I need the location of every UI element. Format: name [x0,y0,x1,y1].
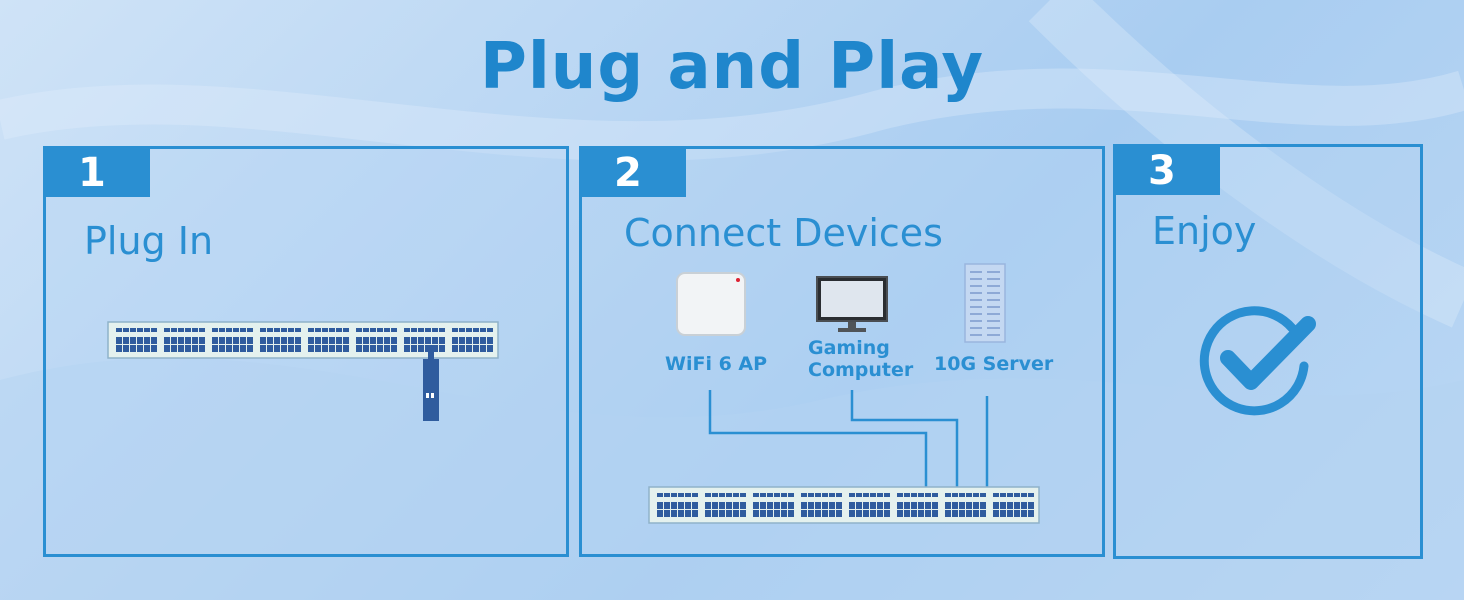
gaming-computer-label-line2: Computer [808,359,914,381]
connection-cables [708,390,989,498]
computer-monitor-icon [816,276,888,332]
step-1-heading: Plug In [84,219,214,263]
wifi-ap-label: WiFi 6 AP [665,353,768,375]
page-title: Plug and Play [479,30,985,104]
step-2-number: 2 [582,149,686,197]
step-1-number: 1 [46,149,150,197]
ethernet-plug-icon [423,345,439,421]
step-3-panel: 3 Enjoy [1113,144,1423,559]
checkmark-circle-icon [1199,306,1316,416]
step-2-heading: Connect Devices [624,211,943,255]
network-switch-icon [648,486,1040,524]
wifi-access-point-icon [676,272,746,336]
step-3-heading: Enjoy [1152,209,1257,253]
gaming-computer-label-line1: Gaming [808,337,890,359]
server-label: 10G Server [934,353,1054,375]
server-tower-icon [964,263,1006,343]
step-3-number: 3 [1116,147,1220,195]
network-switch-icon [107,321,499,359]
